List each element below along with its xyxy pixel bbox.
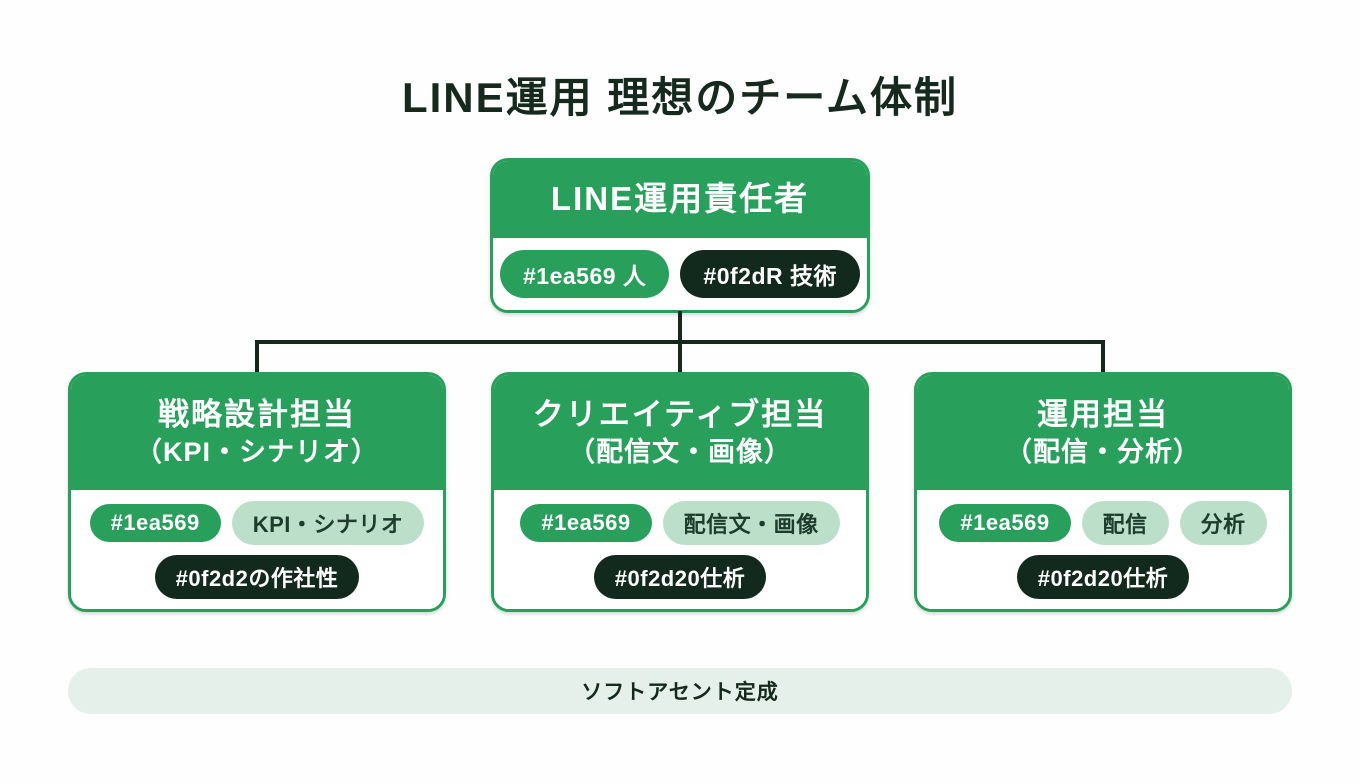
connector-drop-left (255, 342, 259, 373)
team-box-title: クリエイティブ担当 (532, 396, 828, 432)
badge-row: #0f2d20仕析 (1016, 554, 1190, 599)
team-box-header: クリエイティブ担当 （配信文・画像） (494, 375, 866, 490)
team-box-body: #1ea569 配信文・画像 #0f2d20仕析 (494, 490, 866, 609)
page-title: LINE運用 理想のチーム体制 (401, 74, 959, 121)
team-box-subtitle: （配信文・画像） (568, 437, 792, 468)
root-box-body: #1ea569 人#0f2dR 技術 (493, 238, 867, 310)
badge: KPI・シナリオ (231, 500, 425, 545)
badge-row: #1ea569 配信文・画像 (520, 500, 840, 545)
badge: 分析 (1179, 500, 1267, 545)
badge: #0f2d20仕析 (593, 554, 767, 599)
team-box-subtitle: （配信・分析） (1005, 437, 1201, 468)
badge-row: #0f2d2の作社性 (154, 554, 360, 599)
root-box-title: LINE運用責任者 (550, 180, 810, 218)
connector-stub-line (678, 311, 682, 342)
footer-bar: ソフトアセント定成 (68, 668, 1292, 714)
badge: 配信 (1081, 500, 1169, 545)
team-box: 運用担当 （配信・分析） #1ea569 配信分析 #0f2d20仕析 (914, 372, 1292, 612)
team-box-title: 戦略設計担当 (158, 396, 356, 432)
badge: #0f2d20仕析 (1016, 554, 1190, 599)
team-box-title: 運用担当 (1037, 396, 1169, 432)
connector-drop-middle (678, 342, 682, 373)
badge-row: #1ea569 人#0f2dR 技術 (499, 250, 861, 298)
team-box-header: 運用担当 （配信・分析） (917, 375, 1289, 490)
team-row: 戦略設計担当 （KPI・シナリオ） #1ea569 KPI・シナリオ #0f2d2の作社… (68, 372, 1292, 612)
badge: #1ea569 (520, 503, 652, 542)
badge: #1ea569 人 (499, 250, 670, 298)
badge: #0f2d2の作社性 (154, 554, 360, 599)
team-box-subtitle: （KPI・シナリオ） (134, 437, 379, 468)
badge: #0f2dR 技術 (680, 250, 861, 298)
badge-row: #0f2d20仕析 (593, 554, 767, 599)
footer-label: ソフトアセント定成 (581, 681, 779, 704)
badge-row: #1ea569 配信分析 (939, 500, 1267, 545)
connector-drop-right (1101, 342, 1105, 373)
root-box-header: LINE運用責任者 (493, 161, 867, 238)
badge-row: #1ea569 KPI・シナリオ (89, 500, 425, 545)
team-box: 戦略設計担当 （KPI・シナリオ） #1ea569 KPI・シナリオ #0f2d2の作社… (68, 372, 446, 612)
team-box: クリエイティブ担当 （配信文・画像） #1ea569 配信文・画像 #0f2d20仕析 (491, 372, 869, 612)
badge: 配信文・画像 (662, 500, 840, 545)
root-box: LINE運用責任者 #1ea569 人#0f2dR 技術 (490, 158, 870, 313)
team-box-body: #1ea569 配信分析 #0f2d20仕析 (917, 490, 1289, 609)
badge: #1ea569 (939, 503, 1071, 542)
team-box-body: #1ea569 KPI・シナリオ #0f2d2の作社性 (71, 490, 443, 609)
team-box-header: 戦略設計担当 （KPI・シナリオ） (71, 375, 443, 490)
badge: #1ea569 (89, 503, 221, 542)
